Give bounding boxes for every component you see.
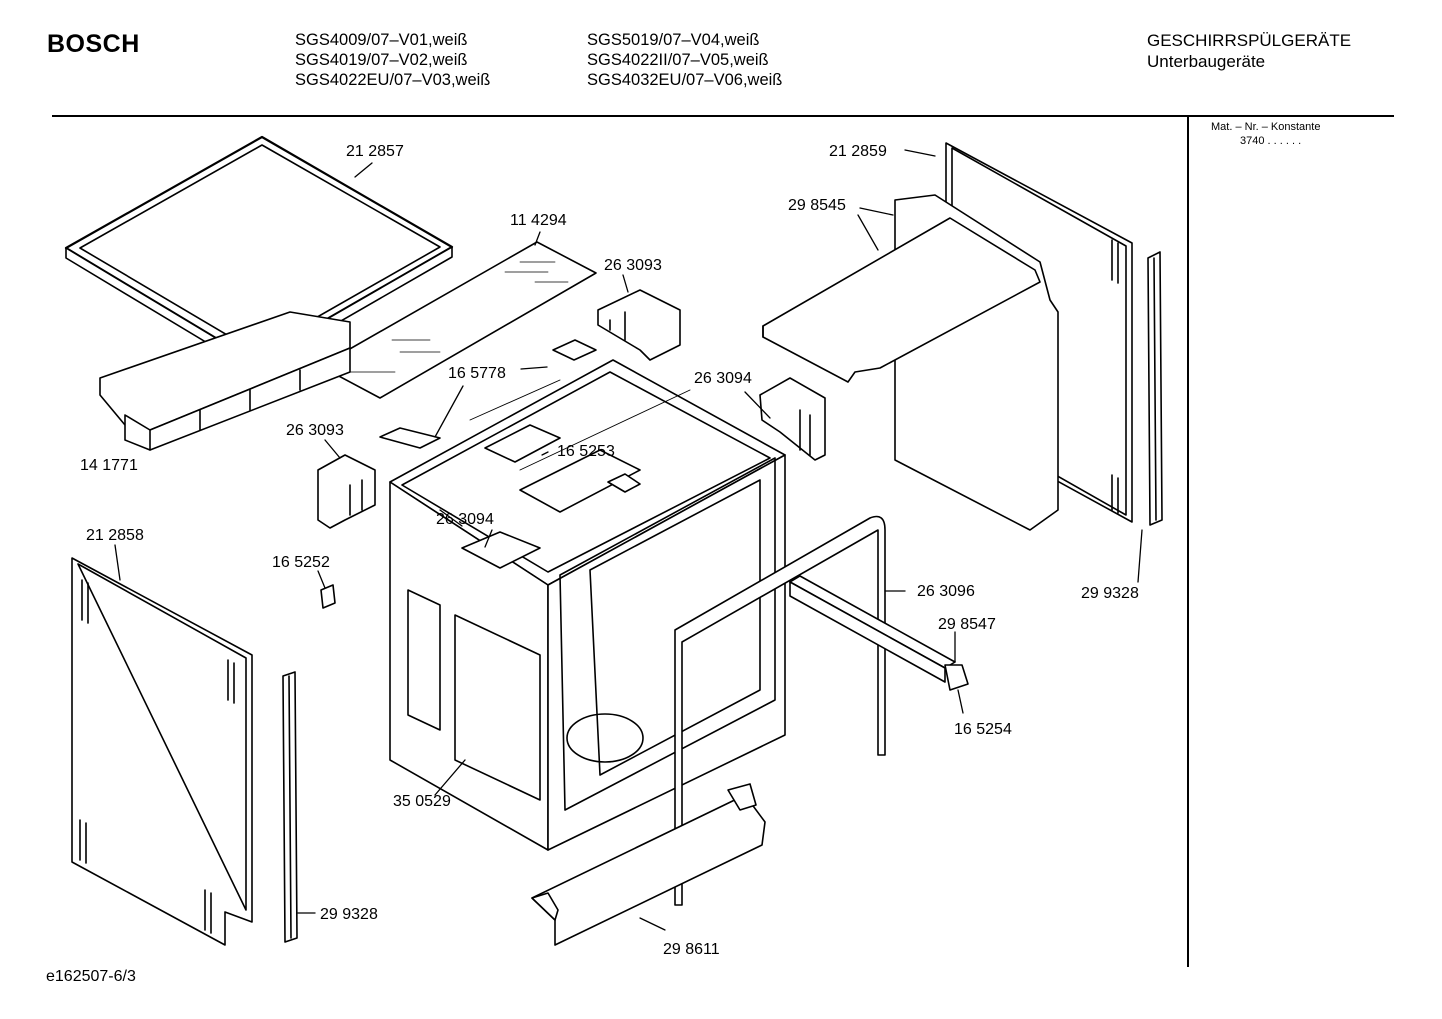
- part-label: 21 2859: [829, 143, 887, 160]
- part-side-strip-right: [1147, 251, 1163, 526]
- part-bracket-165778: [379, 339, 597, 449]
- model-entry: SGS5019/07–V04,weiß: [587, 31, 760, 49]
- part-label: 16 5254: [954, 721, 1012, 738]
- part-door-seal: [674, 515, 886, 906]
- part-label: 26 3093: [286, 422, 344, 439]
- material-constant: Mat. – Nr. – Konstante 3740 . . . . . .: [1211, 120, 1320, 148]
- document-id: e162507-6/3: [46, 968, 136, 985]
- part-tub: [389, 359, 786, 851]
- part-label: 26 3094: [694, 370, 752, 387]
- brand-logo: BOSCH: [47, 30, 140, 58]
- model-entry: SGS4032EU/07–V06,weiß: [587, 71, 783, 89]
- part-label: 16 5253: [557, 443, 615, 460]
- part-bracket-263093-upper: [597, 289, 681, 361]
- part-label: 35 0529: [393, 793, 451, 810]
- category-subtitle: Unterbaugeräte: [1147, 52, 1266, 71]
- part-kick-plate: [531, 783, 766, 946]
- material-label: Mat. – Nr. – Konstante: [1211, 121, 1321, 133]
- part-label: 16 5778: [448, 365, 506, 382]
- part-label: 29 8545: [788, 197, 846, 214]
- model-list-2: SGS5019/07–V04,weiß SGS4022II/07–V05,wei…: [587, 30, 782, 90]
- part-label: 16 5252: [272, 554, 330, 571]
- part-label: 29 8611: [663, 941, 720, 958]
- part-label: 11 4294: [510, 212, 567, 229]
- part-clip-165252: [320, 584, 336, 609]
- part-clip-165253: [607, 473, 641, 493]
- model-entry: SGS4022EU/07–V03,weiß: [295, 71, 491, 89]
- part-side-strip-left: [282, 671, 298, 943]
- model-list-1: SGS4009/07–V01,weiß SGS4019/07–V02,weiß …: [295, 30, 490, 90]
- part-label: 29 8547: [938, 616, 996, 633]
- header-divider: [52, 115, 1394, 117]
- part-base-tray: [99, 311, 351, 451]
- part-label: 26 3094: [436, 511, 494, 528]
- part-labels: 21 2857 11 4294 26 3093 21 2859 29 8545 …: [80, 143, 1139, 958]
- part-label: 21 2858: [86, 527, 144, 544]
- part-label: 29 9328: [1081, 585, 1139, 602]
- sidebar-divider: [1187, 116, 1189, 967]
- part-bracket-263093-lower: [317, 454, 376, 529]
- material-value: 3740 . . . . . .: [1240, 135, 1302, 147]
- part-label: 21 2857: [346, 143, 404, 160]
- part-insulation-mat: [319, 241, 597, 399]
- part-bracket-263094-upper: [759, 377, 826, 461]
- category-heading: GESCHIRRSPÜLGERÄTE Unterbaugeräte: [1147, 30, 1351, 72]
- category-title: GESCHIRRSPÜLGERÄTE: [1147, 31, 1352, 50]
- part-label: 26 3093: [604, 257, 662, 274]
- model-entry: SGS4009/07–V01,weiß: [295, 31, 468, 49]
- model-entry: SGS4019/07–V02,weiß: [295, 51, 468, 69]
- part-label: 26 3096: [917, 583, 975, 600]
- part-back-insulation: [762, 194, 1059, 531]
- part-left-side-panel: [71, 557, 253, 946]
- leader-lines: [114, 149, 1143, 931]
- part-label: 14 1771: [80, 457, 138, 474]
- part-label: 29 9328: [320, 906, 378, 923]
- part-bracket-263094-lower: [461, 531, 541, 569]
- model-entry: SGS4022II/07–V05,weiß: [587, 51, 769, 69]
